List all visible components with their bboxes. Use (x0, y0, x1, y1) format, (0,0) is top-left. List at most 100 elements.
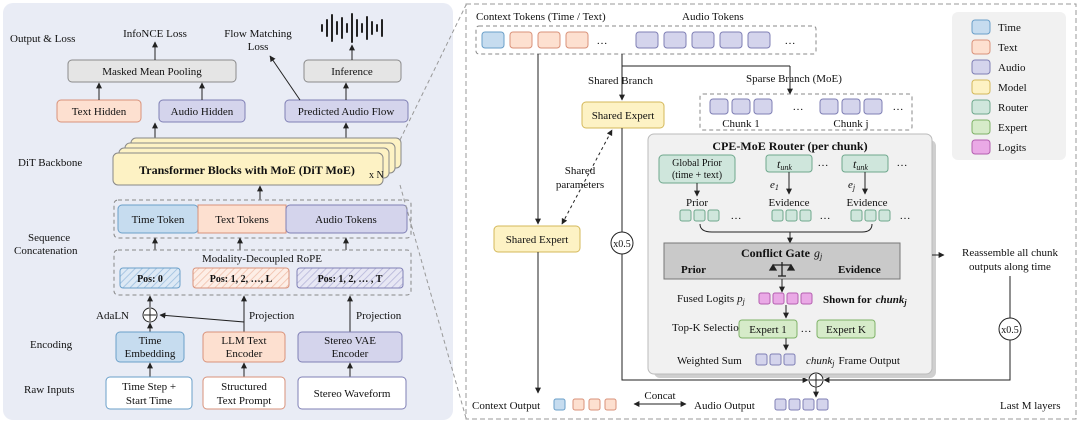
shared-params-label-1: Shared (565, 165, 596, 177)
text-tokens-label: Text Tokens (215, 214, 269, 226)
row-label-raw-inputs: Raw Inputs (24, 384, 74, 396)
token-text-1 (509, 31, 533, 49)
token-audio-3 (691, 31, 715, 49)
pos-text-label: Pos: 1, 2, …, L (210, 274, 273, 285)
audio-tokens-box (285, 204, 408, 234)
token-audio-4 (719, 31, 743, 49)
zoom-connector-bottom (399, 184, 467, 419)
e1-label: e1 (770, 179, 779, 192)
token-ellipsis-2: … (785, 35, 796, 47)
chunkj-token-1 (819, 98, 839, 115)
balance-scale-icon (768, 262, 796, 277)
legend-label-time: Time (998, 22, 1021, 34)
frame-out-3 (783, 353, 796, 366)
evidencej-vec-2 (864, 209, 877, 222)
global-prior-label-1: Global Prior (672, 158, 722, 169)
audio-out-4 (816, 398, 829, 411)
logit-4 (800, 292, 813, 305)
left-panel: Output & Loss DiT Backbone Sequence Conc… (3, 3, 453, 420)
projection-audio-label: Projection (356, 310, 402, 322)
logit-1 (758, 292, 771, 305)
legend-swatch-time (971, 19, 991, 35)
structured-prompt-label-2: Text Prompt (217, 395, 272, 407)
chunk-ellipsis-2: … (893, 101, 904, 113)
token-row-group (475, 25, 817, 55)
time-embedding-box (115, 331, 185, 363)
infonce-loss-label: InfoNCE Loss (123, 28, 187, 40)
token-ellipsis-1: … (597, 35, 608, 47)
audio-output-label: Audio Output (694, 400, 755, 412)
shared-expert-bottom-box (493, 225, 581, 253)
chunk-j-label: Chunk j (833, 118, 868, 130)
sparse-branch-label: Sparse Branch (MoE) (746, 73, 842, 85)
expert-k-box (816, 319, 876, 339)
projection-text-label: Projection (249, 310, 295, 322)
pos-audio-label: Pos: 1, 2, … , T (318, 274, 383, 285)
context-tokens-label: Context Tokens (Time / Text) (476, 11, 606, 23)
evidencej-vec-1 (850, 209, 863, 222)
shared-branch-label: Shared Branch (588, 75, 654, 87)
rope-label: Modality-Decoupled RoPE (202, 253, 322, 265)
token-time (481, 31, 505, 49)
shared-params-label-2: parameters (556, 179, 604, 191)
legend-label-model: Model (998, 82, 1027, 94)
legend-swatch-audio (971, 59, 991, 75)
concat-label: Concat (644, 390, 675, 402)
evidencej-vec-ellipsis: … (900, 210, 911, 222)
stereo-waveform-box (297, 376, 407, 410)
topk-label: Top-K Selection (672, 322, 745, 334)
llm-text-encoder-label-1: LLM Text (221, 335, 266, 347)
gate-evidence-label: Evidence (838, 264, 881, 276)
token-text-3 (565, 31, 589, 49)
audio-out-1 (774, 398, 787, 411)
logit-2 (772, 292, 785, 305)
audio-out-2 (788, 398, 801, 411)
chunk-group (699, 93, 913, 131)
evidence-label-2: Evidence (847, 197, 888, 209)
chunk1-token-3 (753, 98, 773, 115)
expert-ellipsis: … (801, 323, 812, 335)
predicted-audio-flow-label: Predicted Audio Flow (298, 106, 395, 118)
legend-label-logits: Logits (998, 142, 1026, 154)
legend-swatch-router (971, 99, 991, 115)
token-audio-5 (747, 31, 771, 49)
last-m-layers-label: Last M layers (1000, 400, 1060, 412)
logit-3 (786, 292, 799, 305)
chunk1-token-1 (709, 98, 729, 115)
stereo-vae-encoder-box (297, 331, 403, 363)
prior-label: Prior (686, 197, 708, 209)
masked-mean-pooling-label: Masked Mean Pooling (102, 66, 202, 78)
llm-text-encoder-label-2: Encoder (226, 348, 263, 360)
row-label-output-loss: Output & Loss (10, 33, 75, 45)
router-ellipsis-1: … (818, 157, 829, 169)
time-embedding-label-1: Time (139, 335, 162, 347)
chunk-1-label: Chunk 1 (722, 118, 760, 130)
time-token-label: Time Token (132, 214, 185, 226)
legend-swatch-expert (971, 119, 991, 135)
inference-label: Inference (331, 66, 373, 78)
llm-text-encoder-box (202, 331, 286, 363)
audio-tokens-label: Audio Tokens (315, 214, 377, 226)
legend-swatch-logits (971, 139, 991, 155)
context-out-text-2 (588, 398, 601, 411)
expert-1-label: Expert 1 (749, 324, 787, 336)
scale-left-label: x0.5 (613, 239, 631, 250)
legend-label-router: Router (998, 102, 1028, 114)
global-prior-label-2: (time + text) (672, 170, 722, 181)
pos-time-box (119, 267, 181, 289)
chunkj-token-2 (841, 98, 861, 115)
prior-vec-ellipsis: … (731, 210, 742, 222)
evidence-label-1: Evidence (769, 197, 810, 209)
row-label-concatenation: Concatenation (14, 245, 78, 257)
structured-prompt-label-1: Structured (221, 381, 267, 393)
stereo-vae-encoder-label-2: Encoder (332, 348, 369, 360)
weighted-sum-label: Weighted Sum (677, 355, 742, 367)
time-embedding-label-2: Embedding (125, 348, 176, 360)
stereo-vae-encoder-label-1: Stereo VAE (324, 335, 376, 347)
evidence1-vec-ellipsis: … (820, 210, 831, 222)
row-label-encoding: Encoding (30, 339, 73, 351)
